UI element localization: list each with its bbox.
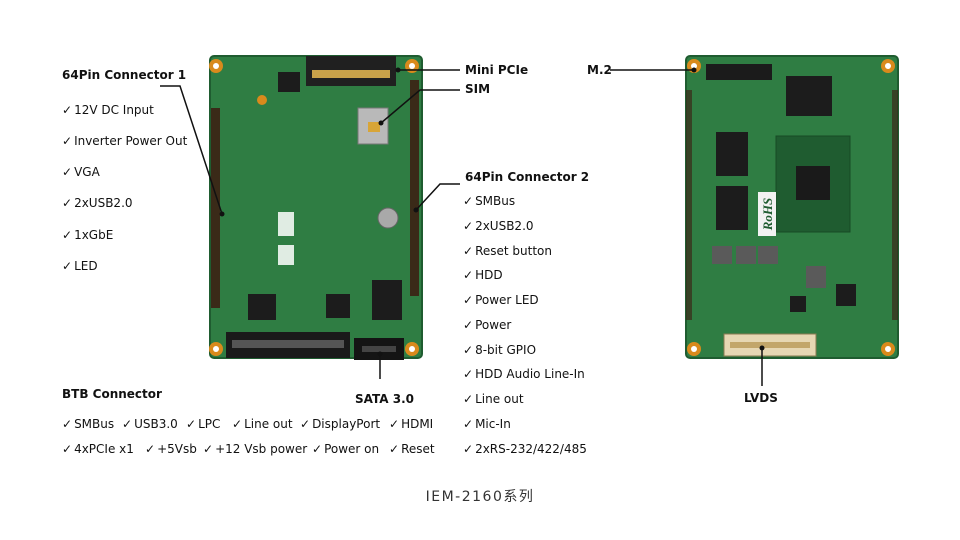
- connector2-item: ✓HDD: [463, 268, 503, 282]
- connector1-item: ✓LED: [62, 259, 98, 273]
- connector2-item: ✓8-bit GPIO: [463, 343, 537, 357]
- btb-item: ✓LPC: [186, 417, 221, 431]
- btb-item: ✓Line out: [232, 417, 293, 431]
- btb-item: ✓4xPCIe x1: [62, 442, 134, 456]
- connector1-item: ✓2xUSB2.0: [62, 196, 133, 210]
- lvds-label: LVDS: [744, 391, 778, 405]
- connector1-item: ✓Inverter Power Out: [62, 134, 188, 148]
- connector2-item: ✓SMBus: [463, 194, 516, 208]
- connector2-item: ✓Reset button: [463, 244, 552, 258]
- btb-item: ✓HDMI: [389, 417, 434, 431]
- btb-item: ✓+5Vsb: [145, 442, 197, 456]
- callout-lines: [160, 69, 763, 386]
- product-caption: IEM-2160系列: [425, 489, 535, 505]
- m2-label: M.2: [587, 63, 612, 77]
- connector2-item: ✓Mic-In: [463, 417, 511, 431]
- callout-dots: [219, 67, 765, 357]
- sim-label: SIM: [465, 82, 491, 96]
- btb-item: ✓SMBus: [62, 417, 115, 431]
- btb-item: ✓Reset: [389, 442, 435, 456]
- connector1-item: ✓VGA: [62, 165, 100, 179]
- connector1-label: 64Pin Connector 1: [62, 68, 187, 82]
- connector2-item: ✓2xUSB2.0: [463, 219, 534, 233]
- connector1-item: ✓12V DC Input: [62, 103, 154, 117]
- connector2-label: 64Pin Connector 2: [465, 170, 590, 184]
- connector2-item: ✓2xRS-232/422/485: [463, 442, 587, 456]
- connector2-item: ✓Line out: [463, 392, 524, 406]
- btb-item: ✓Power on: [312, 442, 380, 456]
- sata-label: SATA 3.0: [355, 392, 414, 406]
- btb-item: ✓USB3.0: [122, 417, 178, 431]
- connector1-item: ✓1xGbE: [62, 228, 114, 242]
- connector2-item: ✓Power: [463, 318, 512, 332]
- connector2-item: ✓HDD Audio Line-In: [463, 367, 585, 381]
- back-board: RoHS: [685, 55, 899, 359]
- connector2-item: ✓Power LED: [463, 293, 539, 307]
- btb-connector-label: BTB Connector: [62, 387, 162, 401]
- btb-item: ✓DisplayPort: [300, 417, 381, 431]
- btb-item: ✓+12 Vsb power: [203, 442, 308, 456]
- mini-pcie-label: Mini PCIe: [465, 63, 529, 77]
- rohs-mark: RoHS: [760, 198, 775, 232]
- front-board: [209, 55, 423, 360]
